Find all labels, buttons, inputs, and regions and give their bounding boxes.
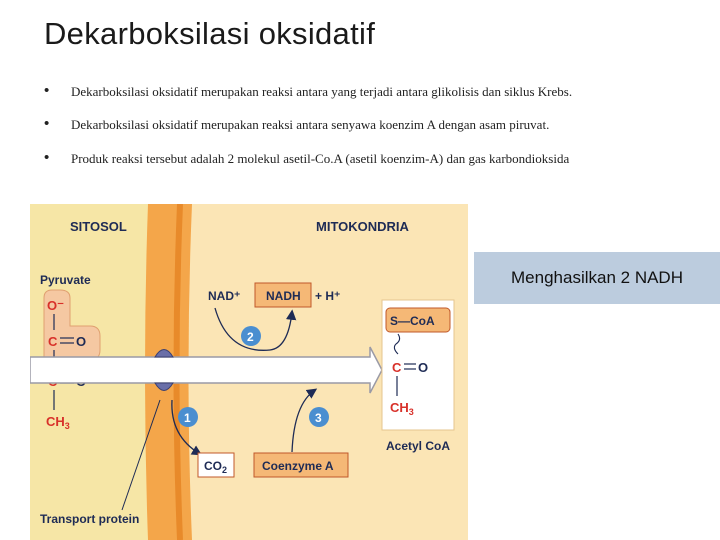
bullet-text: Produk reaksi tersebut adalah 2 molekul … bbox=[71, 151, 570, 166]
acetyl-ch3: CH3 bbox=[390, 400, 414, 417]
coenzyme-a-arrow bbox=[291, 388, 318, 453]
pyruvate-ch3-text: CH bbox=[46, 414, 65, 429]
bullet-text: Dekarboksilasi oksidatif merupakan reaks… bbox=[71, 117, 550, 132]
pyruvate-label: Pyruvate bbox=[40, 273, 91, 287]
step-2-circle bbox=[241, 326, 261, 346]
transport-protein-bottom bbox=[154, 382, 174, 391]
step-1-circle bbox=[178, 407, 198, 427]
slide-title: Dekarboksilasi oksidatif bbox=[44, 16, 376, 51]
transport-protein-pointer bbox=[121, 399, 161, 511]
mitokondria-label: MITOKONDRIA bbox=[316, 219, 410, 234]
co2-box bbox=[197, 452, 235, 478]
pyruvate-ch3: CH3 bbox=[46, 414, 70, 431]
h-plus-label: + H⁺ bbox=[315, 289, 340, 303]
s-coa-label: S—CoA bbox=[390, 314, 435, 328]
decarboxylation-diagram: SITOSOL MITOKONDRIA Pyruvate O⁻ C O C O … bbox=[30, 204, 468, 540]
transport-protein-top bbox=[154, 349, 174, 358]
co2-label: CO2 bbox=[204, 459, 227, 475]
transport-arrow bbox=[30, 346, 383, 394]
bullet-marker: • bbox=[44, 149, 50, 166]
callout-text: Menghasilkan 2 NADH bbox=[511, 268, 683, 287]
pyruvate-ch3-subscript: 3 bbox=[65, 421, 70, 431]
acetyl-o: O bbox=[418, 360, 428, 375]
step-3-circle bbox=[309, 407, 329, 427]
nadh-reaction-arrow bbox=[214, 307, 297, 351]
transport-protein-label: Transport protein bbox=[40, 512, 139, 526]
nad-plus-label: NAD⁺ bbox=[208, 289, 240, 303]
co2-subscript: 2 bbox=[222, 465, 227, 475]
step-3-label: 3 bbox=[315, 411, 322, 425]
nadh-box bbox=[254, 282, 312, 308]
acetyl-ch3-subscript: 3 bbox=[409, 407, 414, 417]
co2-text: CO bbox=[204, 459, 222, 473]
pyruvate-c1: C bbox=[48, 334, 58, 349]
nadh-callout: Menghasilkan 2 NADH bbox=[474, 252, 720, 304]
nadh-label: NADH bbox=[266, 289, 301, 303]
acetyl-c: C bbox=[392, 360, 402, 375]
acetyl-coa-label: Acetyl CoA bbox=[386, 439, 450, 453]
bullet-text: Dekarboksilasi oksidatif merupakan reaks… bbox=[71, 84, 573, 99]
bullet-marker: • bbox=[44, 82, 50, 99]
coenzyme-a-label: Coenzyme A bbox=[262, 459, 334, 473]
bullet-marker: • bbox=[44, 115, 50, 132]
pyruvate-o1: O bbox=[76, 334, 86, 349]
acetyl-ch3-text: CH bbox=[390, 400, 409, 415]
coenzyme-a-box bbox=[253, 452, 349, 478]
sitosol-label: SITOSOL bbox=[70, 219, 127, 234]
co2-release-arrow bbox=[171, 399, 203, 456]
step-2-label: 2 bbox=[247, 330, 254, 344]
s-coa-box bbox=[385, 307, 451, 333]
step-1-label: 1 bbox=[184, 411, 191, 425]
pyruvate-o-minus: O⁻ bbox=[47, 298, 64, 313]
acetyl-bond-wavy bbox=[393, 333, 401, 355]
diagram-svg: SITOSOL MITOKONDRIA Pyruvate O⁻ C O C O … bbox=[30, 204, 468, 540]
